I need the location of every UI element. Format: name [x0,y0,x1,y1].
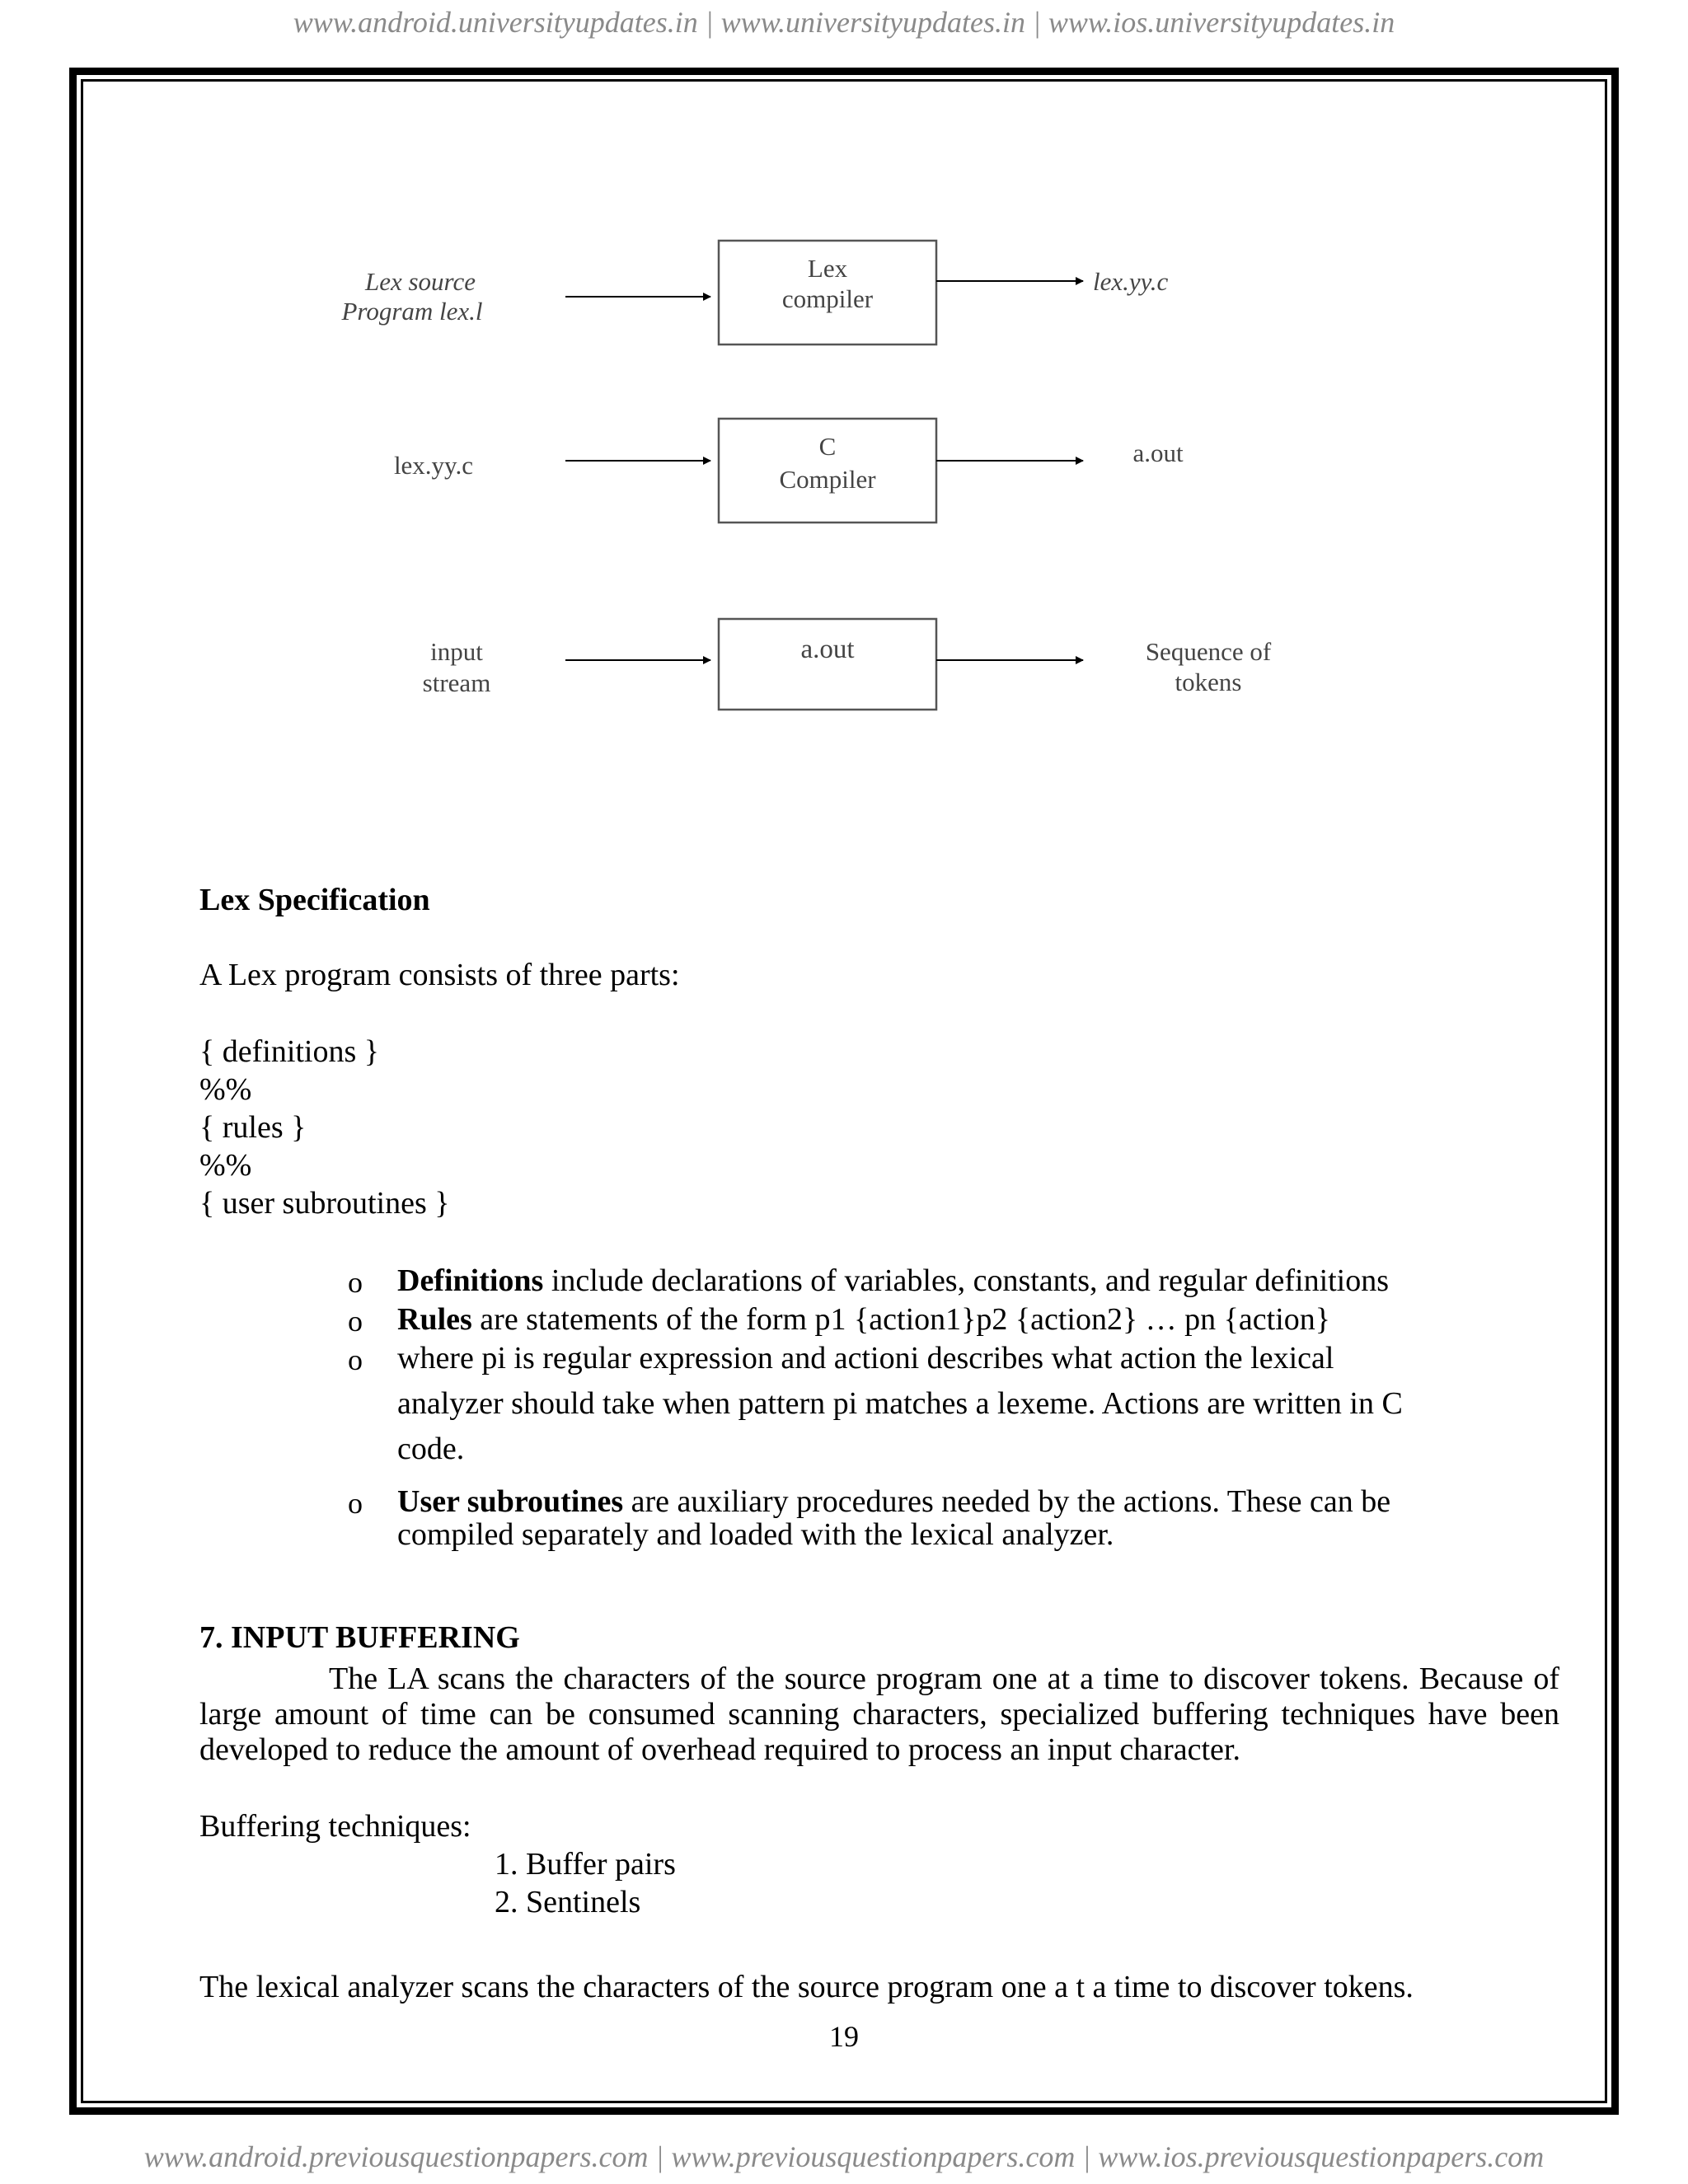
box-label: compiler [782,284,874,313]
lex-spec-intro: A Lex program consists of three parts: [199,958,680,992]
bullet-rules: Rules are statements of the form p1 {act… [397,1304,1330,1335]
process-box [717,239,938,346]
input-label: input [430,637,483,666]
technique-item: 2. Sentinels [495,1885,641,1919]
input-buffering-paragraph: The LA scans the characters of the sourc… [199,1661,1559,1768]
bullet-where-line: code. [397,1432,465,1466]
output-label: Sequence of [1146,637,1272,666]
structure-line: { user subroutines } [199,1186,450,1221]
input-buffering-heading: 7. INPUT BUFFERING [199,1620,520,1655]
bullet-text: are auxiliary procedures needed by the a… [623,1484,1391,1519]
structure-line: { definitions } [199,1034,380,1069]
footer-watermark-url: www.android.previousquestionpapers.com |… [143,2140,1545,2173]
input-label: stream [423,668,491,697]
bullet-text: are statements of the form p1 {action1}p… [471,1302,1331,1337]
box-label: Compiler [779,465,876,494]
output-label: a.out [1132,438,1184,467]
bullet-term: User subroutines [397,1484,624,1519]
lex-spec-heading: Lex Specification [199,883,430,917]
structure-line: %% [199,1072,252,1107]
structure-line: %% [199,1148,252,1183]
buffering-techniques-label: Buffering techniques: [199,1809,471,1844]
bullet-where-line: analyzer should take when pattern pi mat… [397,1386,1403,1421]
closing-sentence: The lexical analyzer scans the character… [199,1970,1414,2004]
bullet-user-subroutines: User subroutines are auxiliary procedure… [397,1486,1390,1517]
paragraph-text: The LA scans the characters of the sourc… [199,1661,1559,1767]
bullet-text: include declarations of variables, const… [543,1263,1390,1298]
process-box [717,617,938,711]
lex-compilation-diagram: Lex source Program lex.l Lex compiler le… [340,239,1272,711]
input-label: Lex source [364,267,476,296]
input-label: Program lex.l [340,297,482,326]
bullet-definitions: Definitions include declarations of vari… [397,1265,1389,1296]
structure-line: { rules } [199,1110,307,1145]
bullet-marker: o [348,1487,363,1520]
page-number: 19 [829,2020,859,2053]
box-label: a.out [800,635,854,664]
box-label: Lex [808,254,848,283]
bullet-where-line: where pi is regular expression and actio… [397,1341,1334,1376]
bullet-continuation: compiled separately and loaded with the … [397,1517,1114,1552]
diagram-row-lex-compiler: Lex source Program lex.l Lex compiler le… [340,239,1168,346]
bullet-term: Rules [397,1302,472,1337]
input-label: lex.yy.c [394,451,473,480]
bullet-term: Definitions [397,1263,544,1298]
bullet-marker: o [348,1305,363,1338]
output-label: lex.yy.c [1093,267,1168,296]
diagram-row-a-out: input stream a.out Sequence of tokens [423,617,1272,711]
technique-item: 1. Buffer pairs [495,1847,676,1882]
process-box [717,417,938,524]
bullet-marker: o [348,1343,363,1376]
page-border-inner [81,79,1607,2103]
diagram-row-c-compiler: lex.yy.c C Compiler a.out [394,417,1184,524]
page-border-outer [69,68,1619,2115]
box-label: C [819,432,837,461]
output-label: tokens [1175,668,1242,696]
bullet-marker: o [348,1266,363,1299]
header-watermark-url: www.android.universityupdates.in | www.u… [293,6,1395,39]
